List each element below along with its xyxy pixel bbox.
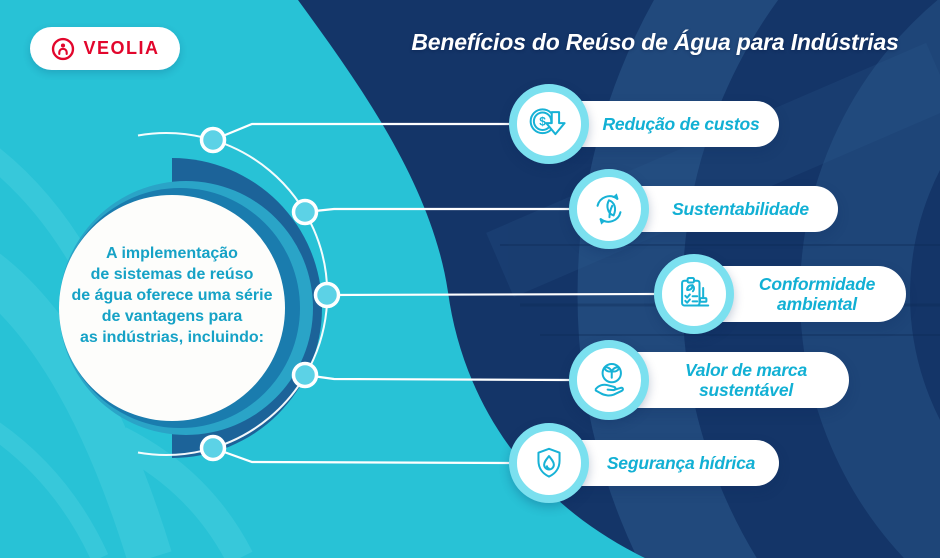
veolia-logo-text: VEOLIA bbox=[83, 38, 160, 58]
veolia-mark-icon bbox=[52, 37, 75, 60]
benefit-label: Segurança hídrica bbox=[606, 452, 756, 473]
connector-dots bbox=[199, 126, 341, 462]
veolia-logo: VEOLIA bbox=[30, 27, 180, 70]
benefit-label: Valor de marca sustentável bbox=[684, 359, 808, 400]
center-circle bbox=[59, 195, 285, 421]
intro-text: A implementação de sistemas de reúso de … bbox=[71, 245, 273, 347]
page-title: Benefícios do Reúso de Água para Indústr… bbox=[411, 29, 899, 55]
water-security-icon bbox=[509, 423, 589, 503]
benefit-label: Conformidade ambiental bbox=[758, 273, 876, 314]
benefit-pill: Valor de marca sustentável bbox=[609, 352, 849, 408]
benefit-label: Sustentabilidade bbox=[672, 198, 809, 219]
cost-reduction-icon: $ bbox=[509, 84, 589, 164]
sustainable-brand-icon bbox=[569, 340, 649, 420]
benefit-label: Redução de custos bbox=[602, 113, 760, 134]
svg-text:$: $ bbox=[539, 114, 546, 128]
sustainability-cycle-icon bbox=[569, 169, 649, 249]
environmental-compliance-icon bbox=[654, 254, 734, 334]
